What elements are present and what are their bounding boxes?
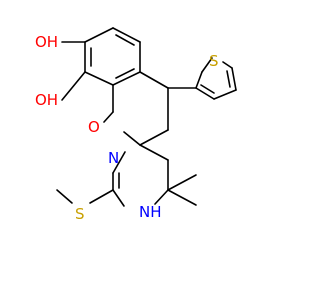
molecule-drawing: OH OH O S N NH S [35,27,237,223]
structure-canvas: OH OH O S N NH S [35,27,237,223]
bond-methyl-1 [167,174,197,191]
bond-methyl-2 [167,189,197,206]
ring-oxygen-label: O [88,118,100,136]
thiophene-ring [167,57,237,100]
pyrimidine-ring [112,144,169,207]
benzene-ring [84,27,141,86]
amidine-nitrogen-label: N [108,149,119,167]
pyran-ring [103,71,169,146]
bond-c8-oh [61,71,86,101]
oh-top-label: OH [35,33,58,51]
amine-nh-label: NH [139,203,162,221]
thioether-sulfur-label: S [75,205,85,223]
bond-s-methyl [56,189,73,204]
thiophene-sulfur-label: S [209,52,219,70]
oh-bottom-label: OH [35,91,58,109]
bond-c2-s [89,189,114,204]
